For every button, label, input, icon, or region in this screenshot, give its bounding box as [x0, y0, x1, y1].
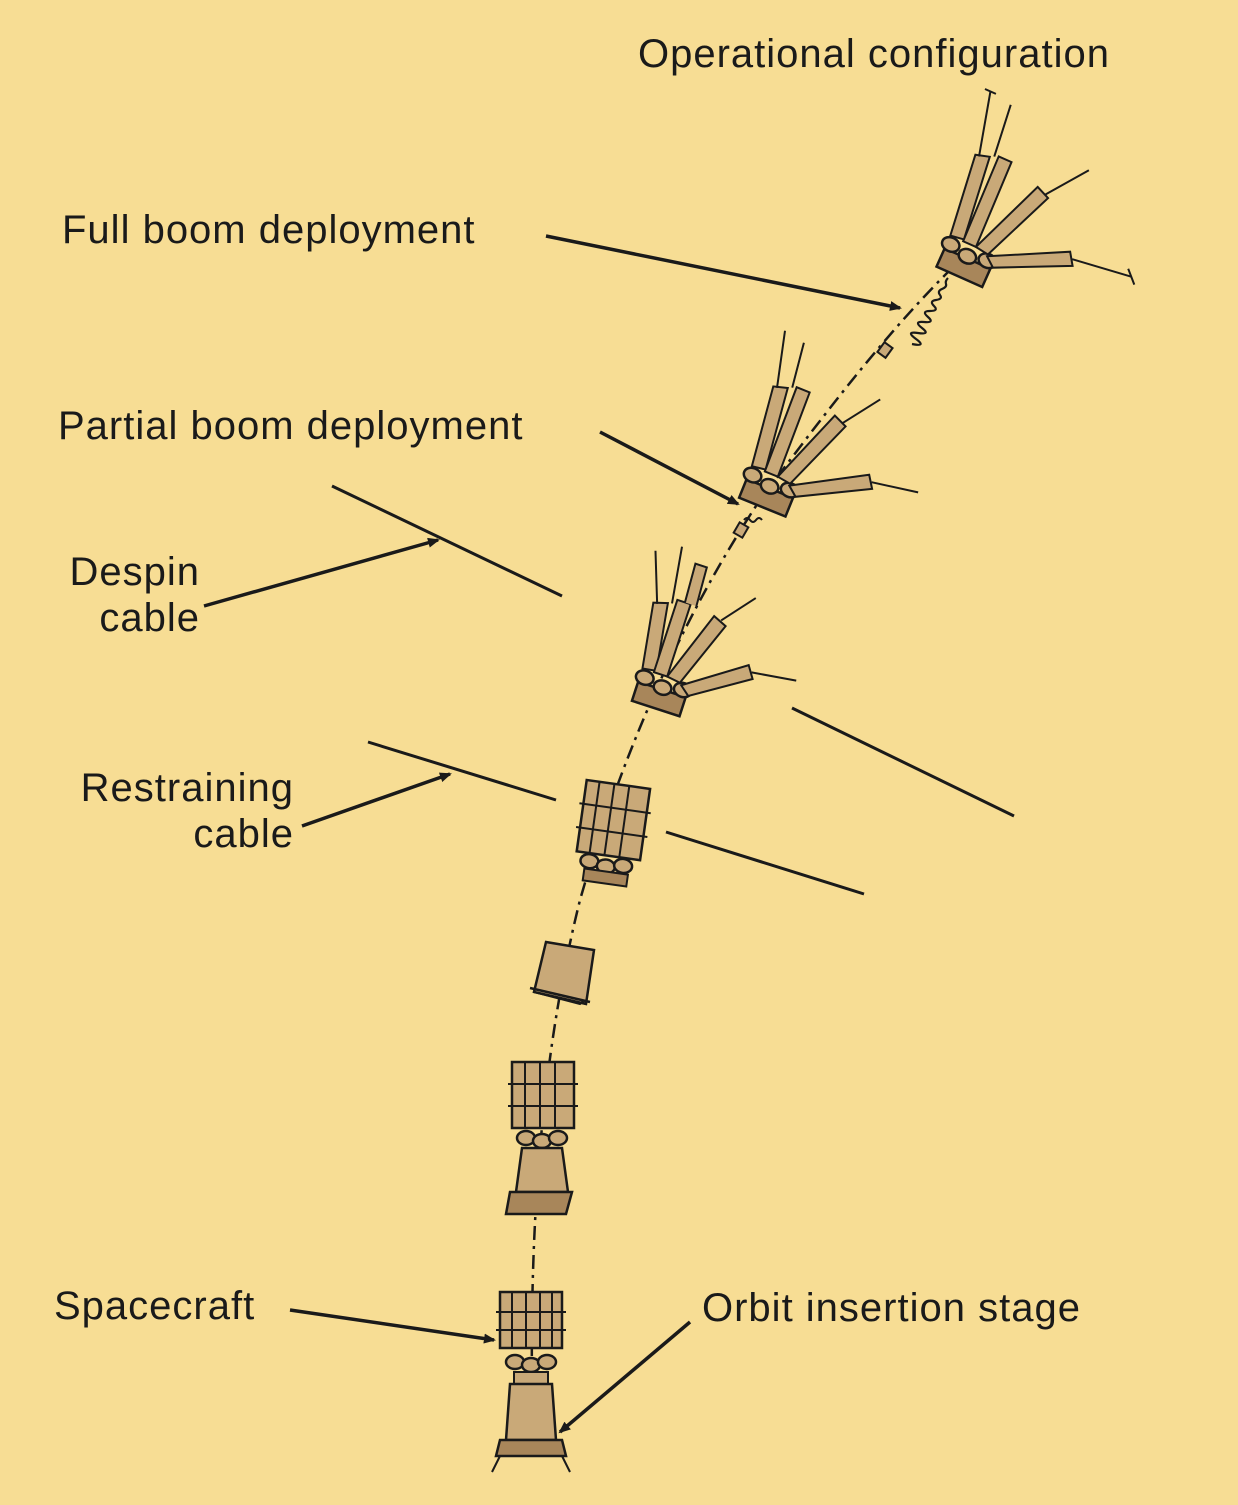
- arrow-spacecraft: [289, 1308, 496, 1344]
- label-full-boom-deployment: Full boom deployment: [62, 208, 476, 252]
- arrow-despin-cable: [203, 537, 440, 608]
- spacecraft-restrained: [367, 740, 865, 896]
- arrow-partial-boom: [599, 430, 740, 506]
- spacecraft-stage-2: [504, 1060, 578, 1216]
- arrow-restraining-cable: [301, 772, 452, 828]
- spacecraft-despin: [331, 484, 1015, 818]
- label-despin-line1: Despin: [69, 550, 200, 594]
- label-restraining-line1: Restraining: [80, 766, 294, 810]
- spacecraft-operational: [876, 88, 1136, 360]
- label-operational-configuration: Operational configuration: [638, 32, 1110, 76]
- spacecraft-with-orbit-stage: [491, 1290, 571, 1473]
- label-orbit-insertion-stage: Orbit insertion stage: [702, 1286, 1081, 1330]
- separated-stage: [529, 940, 596, 1006]
- arrow-orbit-insertion: [558, 1320, 692, 1434]
- label-despin-line2: cable: [99, 596, 200, 640]
- label-partial-boom-deployment: Partial boom deployment: [58, 404, 524, 448]
- arrow-full-boom: [545, 234, 902, 311]
- leader-arrows: [203, 234, 902, 1434]
- spacecraft-partial-boom: [732, 330, 919, 540]
- label-restraining-line2: cable: [193, 812, 294, 856]
- label-spacecraft: Spacecraft: [54, 1284, 256, 1328]
